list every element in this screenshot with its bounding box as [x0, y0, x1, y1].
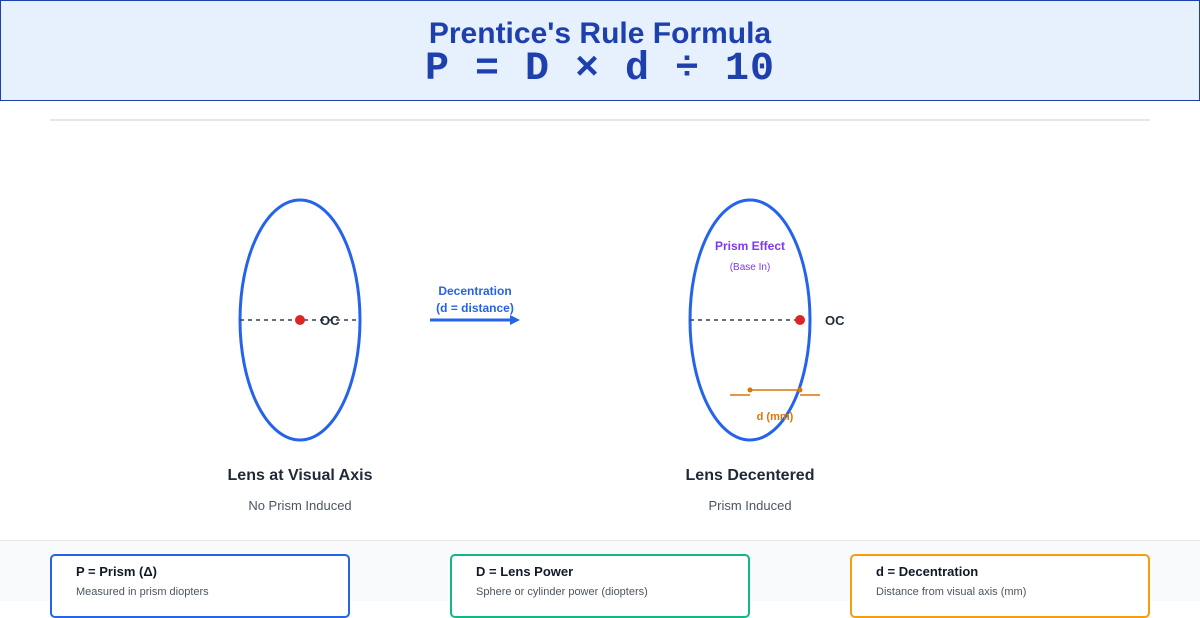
right-lens-group: OC Prism Effect (Base In) d (mm) Lens De…: [686, 198, 845, 513]
measure-start-dot: [747, 387, 753, 393]
legend-card-power-desc: Sphere or cylinder power (diopters): [476, 586, 648, 598]
right-lens-subcaption: Prism Induced: [708, 498, 791, 513]
left-lens-group: OC Lens at Visual Axis No Prism Induced: [228, 198, 373, 513]
right-optical-center: [795, 315, 805, 325]
prism-effect-label: Prism Effect: [715, 239, 785, 253]
measure-end-dot: [797, 387, 803, 393]
page-title: Prentice's Rule Formula: [428, 17, 772, 50]
legend-card-decentration-title: d = Decentration: [876, 564, 979, 579]
right-lens-caption: Lens Decentered: [686, 467, 815, 484]
arrow-label-line1: Decentration: [438, 284, 511, 298]
divider: [50, 119, 1150, 121]
formula-text: P = D × d ÷ 10: [424, 47, 776, 92]
legend-card-decentration-desc: Distance from visual axis (mm): [876, 586, 1027, 598]
decentration-arrow-group: Decentration (d = distance): [430, 284, 520, 325]
legend-card-prism-title: P = Prism (Δ): [76, 564, 157, 579]
left-optical-center: [295, 315, 305, 325]
legend-card-prism: P = Prism (Δ) Measured in prism diopters: [50, 554, 350, 618]
legend-card-prism-desc: Measured in prism diopters: [76, 586, 209, 598]
legend-card-power: D = Lens Power Sphere or cylinder power …: [450, 554, 750, 618]
left-oc-label: OC: [320, 313, 340, 328]
arrow-label-line2: (d = distance): [436, 301, 514, 315]
right-oc-label: OC: [825, 313, 845, 328]
left-lens-subcaption: No Prism Induced: [248, 498, 351, 513]
legend-card-decentration: d = Decentration Distance from visual ax…: [850, 554, 1150, 618]
legend-card-power-title: D = Lens Power: [476, 564, 574, 579]
left-lens-caption: Lens at Visual Axis: [228, 467, 373, 484]
measure-label: d (mm): [757, 411, 794, 423]
prism-base-label: (Base In): [730, 262, 771, 273]
formula-header: Prentice's Rule Formula P = D × d ÷ 10: [0, 0, 1200, 101]
prentice-diagram: OC Lens at Visual Axis No Prism Induced …: [228, 198, 845, 513]
